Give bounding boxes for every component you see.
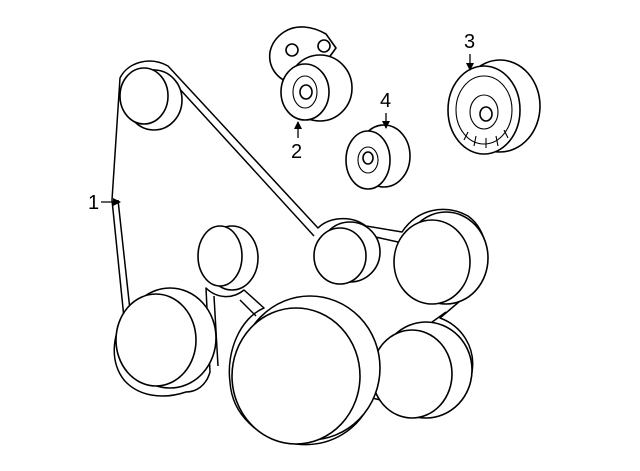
large-idler-pulley xyxy=(447,59,541,155)
callout-label-2: 2 xyxy=(291,141,302,163)
belt-idler-pulley xyxy=(197,225,259,291)
callout-label-4: 4 xyxy=(380,90,391,112)
callout-large-idler: 3 xyxy=(464,31,475,71)
belt-assembly xyxy=(111,60,489,446)
belt-turn-pulley xyxy=(313,221,381,285)
upper-left-pulley xyxy=(119,67,183,131)
callout-label-1: 1 xyxy=(88,192,99,214)
callout-belt: 1 xyxy=(88,192,121,214)
callout-tensioner: 2 xyxy=(291,121,302,163)
callout-small-idler: 4 xyxy=(380,90,391,129)
crank-left-pulley xyxy=(115,287,217,389)
crank-pulley xyxy=(231,295,381,445)
tensioner-assembly xyxy=(268,26,353,122)
right-lower-pulley xyxy=(371,321,473,419)
belt-outer-edge xyxy=(111,60,488,446)
right-upper-pulley xyxy=(393,211,489,305)
small-idler-pulley xyxy=(345,124,411,190)
callout-label-3: 3 xyxy=(464,31,475,53)
